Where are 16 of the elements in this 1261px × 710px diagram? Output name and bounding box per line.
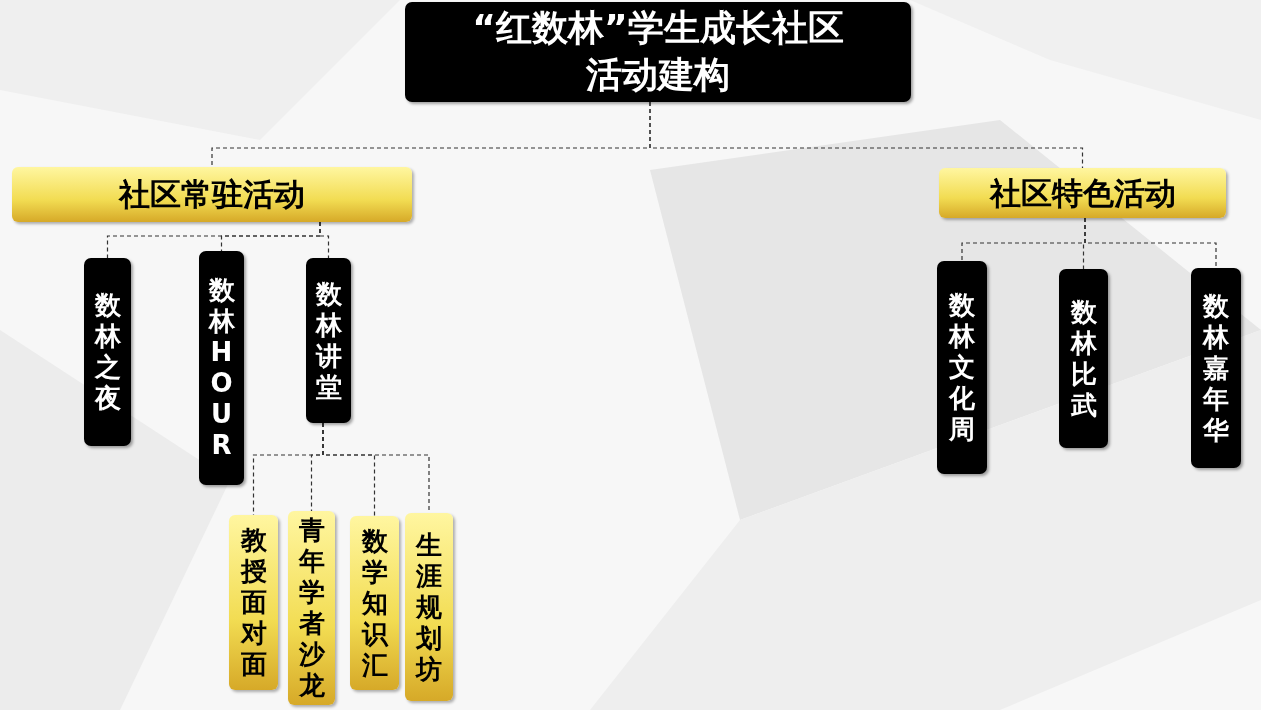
activity-box: 数林HOUR [199, 251, 244, 485]
activity-box: 青年学者沙龙 [288, 511, 335, 705]
connector-line [649, 101, 1084, 169]
activity-box: 数林文化周 [937, 261, 987, 474]
category-box: 社区常驻活动 [12, 167, 412, 222]
activity-box: 数学知识汇 [350, 516, 399, 690]
connector-line [1084, 217, 1217, 269]
activity-box: 数林嘉年华 [1191, 268, 1241, 468]
category-box: 社区特色活动 [939, 168, 1226, 218]
activity-box: 数林之夜 [84, 258, 131, 446]
title-box: “红数林”学生成长社区活动建构 [405, 2, 911, 102]
activity-box: 教授面对面 [229, 515, 278, 690]
activity-box: 数林讲堂 [306, 258, 351, 423]
activity-box: 生涯规划坊 [405, 513, 453, 701]
activity-box: 数林比武 [1059, 269, 1108, 448]
connector-line [319, 221, 330, 259]
